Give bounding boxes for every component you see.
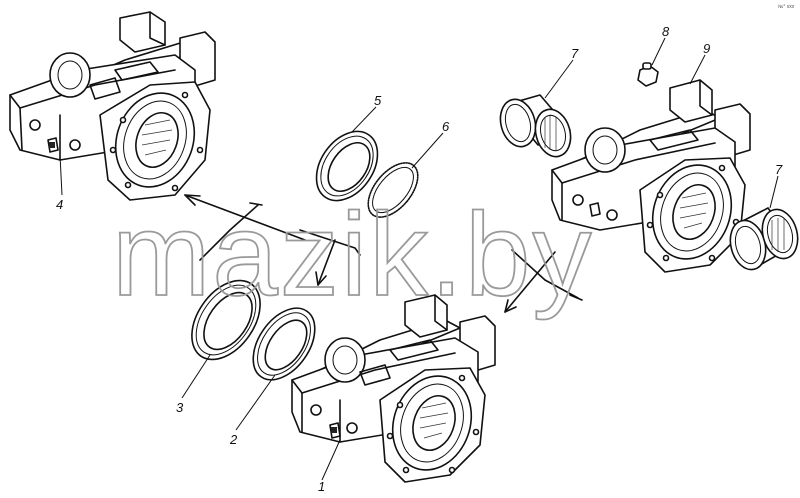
leader-lines xyxy=(59,37,779,481)
grease-nipple-part-8 xyxy=(637,62,659,87)
callout-7-lower: 7 xyxy=(775,162,783,177)
callout-8: 8 xyxy=(662,24,670,39)
callout-3: 3 xyxy=(176,400,184,415)
callout-4: 4 xyxy=(56,197,63,212)
watermark-text: mazik.by xyxy=(112,189,594,321)
callout-6: 6 xyxy=(442,119,450,134)
housing-part-9 xyxy=(551,79,751,273)
housing-part-1 xyxy=(291,294,496,483)
bushing-part-7-upper xyxy=(499,94,572,158)
callout-1: 1 xyxy=(318,479,325,494)
callout-7-upper: 7 xyxy=(571,46,579,61)
seal-ring-part-3 xyxy=(191,279,261,361)
housing-part-4 xyxy=(9,11,216,201)
bushing-part-7-lower xyxy=(729,207,799,271)
callout-2: 2 xyxy=(229,432,238,447)
corner-mark: №° ххх xyxy=(778,4,795,10)
callout-labels: 1 2 3 4 5 6 7 7 8 9 xyxy=(56,24,783,494)
seal-ring-part-2 xyxy=(252,307,316,381)
callout-9: 9 xyxy=(703,41,710,56)
seal-ring-part-5 xyxy=(315,130,379,202)
callout-5: 5 xyxy=(374,93,382,108)
assembly-arrows xyxy=(184,194,583,313)
